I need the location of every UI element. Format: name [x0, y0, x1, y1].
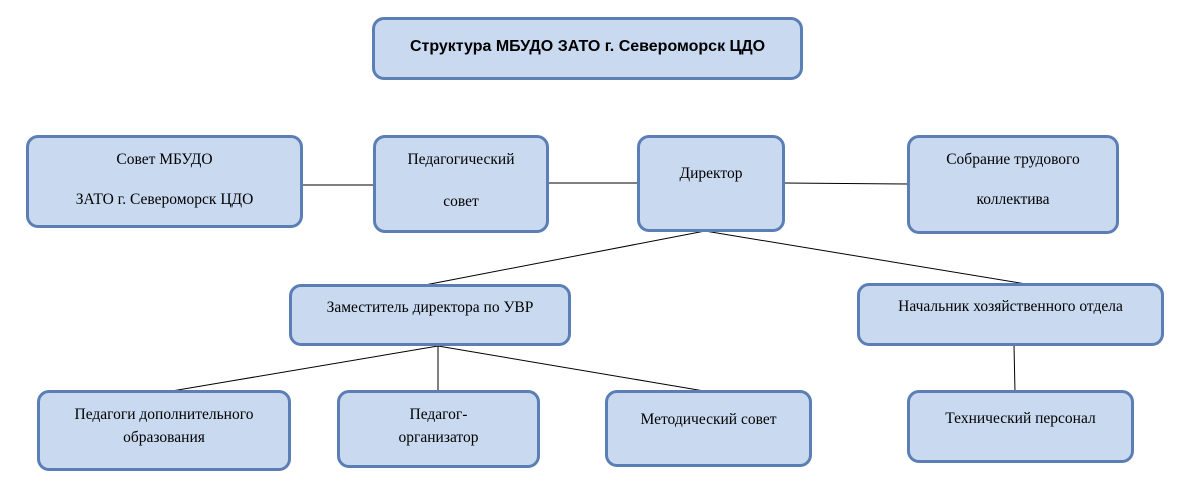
sovet-box: Совет МБУДО ЗАТО г. Североморск ЦДО [26, 135, 303, 228]
page-title: Структура МБУДО ЗАТО г. Североморск ЦДО [409, 38, 766, 55]
title-box: Структура МБУДО ЗАТО г. Североморск ЦДО [372, 17, 803, 80]
nachalnik-label: Начальник хозяйственного отдела [898, 298, 1123, 315]
tech-box: Технический персонал [907, 390, 1134, 463]
pedagogi-box: Педагоги дополнительного образования [37, 390, 291, 471]
organizer-box: Педагог- организатор [337, 390, 540, 468]
ped-sovet-box: Педагогический совет [373, 135, 549, 233]
connector-director-deputy [424, 230, 706, 286]
pedagogi-label-line1: Педагоги дополнительного [74, 406, 254, 423]
connector-deputy-pedagogi [159, 345, 439, 394]
deputy-box: Заместитель директора по УВР [289, 284, 571, 346]
sobranie-box: Собрание трудового коллектива [907, 135, 1119, 234]
tech-label: Технический персонал [945, 410, 1096, 427]
director-label: Директор [679, 165, 743, 182]
nachalnik-box: Начальник хозяйственного отдела [857, 283, 1164, 346]
sobranie-label-line1: Собрание трудового [946, 151, 1080, 168]
metod-label: Методический совет [640, 411, 777, 428]
sobranie-label-line2: коллектива [976, 191, 1050, 208]
deputy-label: Заместитель директора по УВР [326, 299, 534, 316]
connector-nachalnik-tech [1013, 344, 1016, 393]
organizer-label-line1: Педагог- [409, 406, 468, 423]
metod-box: Методический совет [605, 390, 812, 467]
connector-director-nachalnik [704, 230, 1033, 286]
ped-sovet-label-line1: Педагогический [407, 151, 515, 168]
ped-sovet-label-line2: совет [443, 193, 479, 210]
sovet-label-line2: ЗАТО г. Североморск ЦДО [75, 191, 254, 208]
organizer-label-line2: организатор [398, 429, 479, 446]
connector-director-sobranie [783, 182, 910, 185]
pedagogi-label-line2: образования [123, 429, 205, 446]
connector-deputy-metod [437, 345, 711, 393]
director-box: Директор [637, 135, 785, 232]
sovet-label-line1: Совет МБУДО [116, 151, 213, 168]
